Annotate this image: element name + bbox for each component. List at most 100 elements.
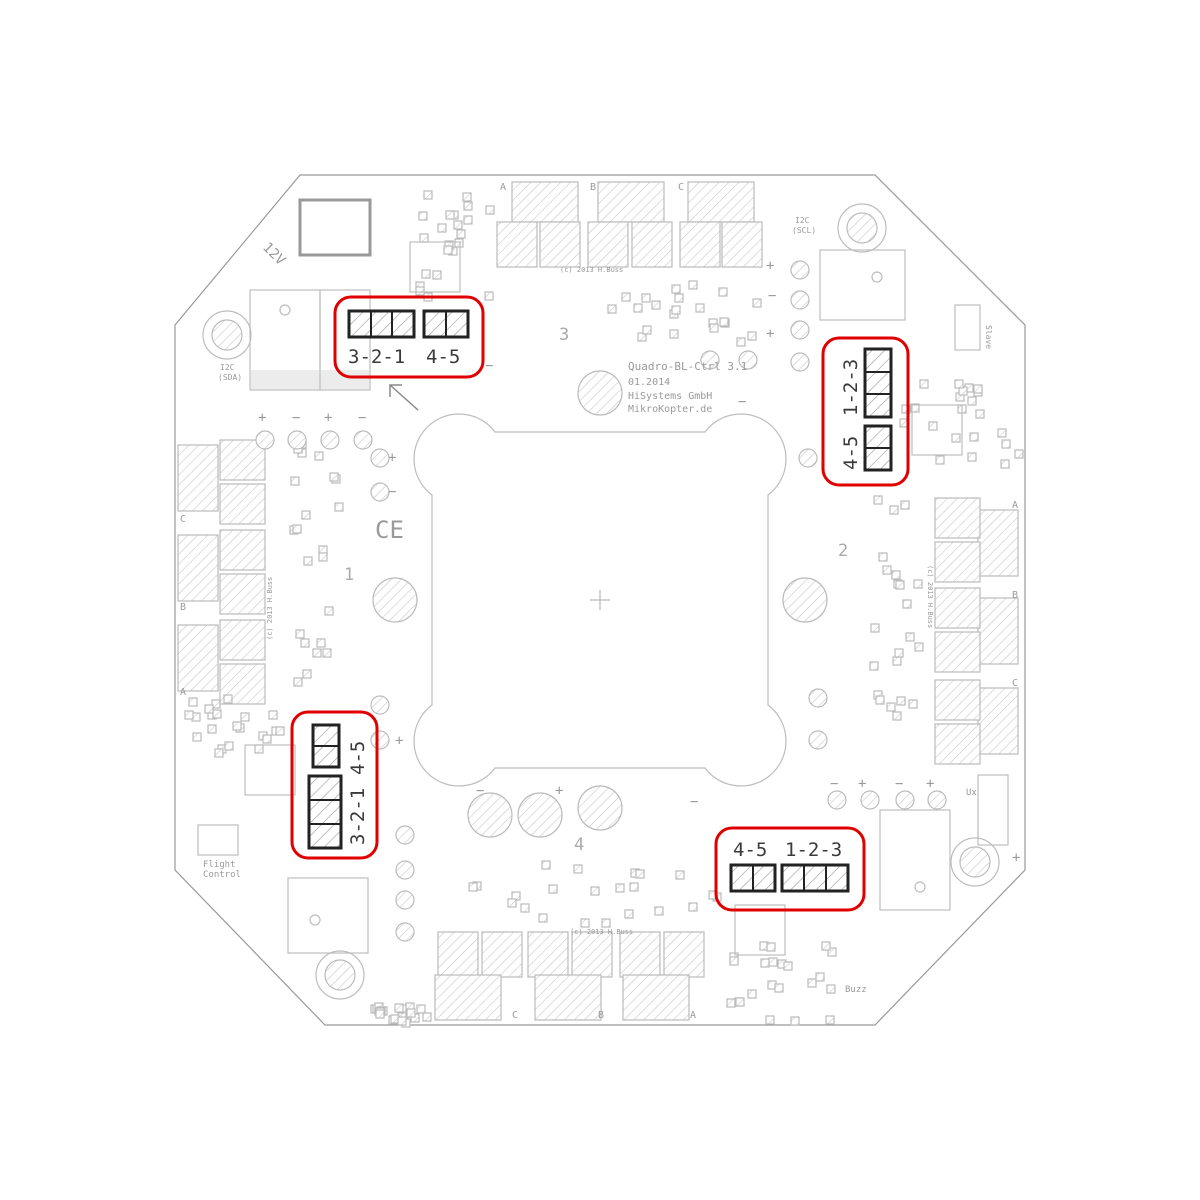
- connector-1-2-3[interactable]: [780, 863, 850, 893]
- smd-pad: [312, 648, 322, 658]
- i2c-sda-label: I2C: [220, 363, 235, 372]
- test-point: [790, 320, 810, 340]
- test-point: [798, 448, 818, 468]
- svg-text:+: +: [1012, 850, 1020, 866]
- smd-pad: [827, 947, 837, 957]
- highlight-motor-1[interactable]: 4-5 3-2-1: [290, 710, 379, 860]
- mosfet: [219, 573, 266, 615]
- smd-pad: [463, 215, 473, 225]
- mosfet: [219, 529, 266, 571]
- connector-4-5[interactable]: [422, 309, 470, 339]
- connector-3-2-1[interactable]: [307, 774, 343, 850]
- smd-pad: [718, 287, 728, 297]
- smd-pad: [900, 500, 910, 510]
- mosfet: [571, 931, 613, 978]
- ic-chip: [409, 241, 461, 293]
- slave-connector: [954, 304, 981, 351]
- smd-pad: [192, 732, 202, 742]
- smd-pad: [624, 909, 634, 919]
- mosfet: [619, 931, 661, 978]
- mosfet: [527, 931, 569, 978]
- connector-4-5[interactable]: [863, 424, 893, 472]
- highlight-motor-2[interactable]: 1-2-3 4-5: [821, 336, 910, 487]
- mounting-holes: [202, 203, 1000, 1000]
- polarity-marks: +− +− +− +− +− +− +− +− ++ −−: [258, 258, 1020, 866]
- smd-pad: [894, 648, 904, 658]
- smd-pad: [1014, 449, 1024, 459]
- smd-pad: [334, 502, 344, 512]
- smd-pad: [454, 238, 464, 248]
- connector-4-5[interactable]: [729, 863, 777, 893]
- ux-label: Ux: [966, 788, 977, 798]
- ic-chip: [911, 404, 963, 456]
- copyright-bottom: (c) 2013 H.Buss: [570, 928, 633, 936]
- test-point: [790, 290, 810, 310]
- mosfet: [721, 221, 763, 268]
- highlight-motor-4[interactable]: 4-5 1-2-3: [714, 826, 866, 912]
- svg-text:+: +: [388, 450, 396, 466]
- smd-pad: [262, 734, 272, 744]
- smd-pad: [969, 432, 979, 442]
- connector-3-2-1[interactable]: [347, 309, 416, 339]
- smd-pad: [445, 210, 455, 220]
- svg-text:−: −: [292, 410, 300, 426]
- svg-text:−: −: [476, 783, 484, 799]
- center-cutout: [413, 413, 787, 787]
- smd-pad: [635, 869, 645, 879]
- svg-text:+: +: [324, 410, 332, 426]
- copyright-left: (c) 2013 H.Buss: [266, 577, 274, 640]
- smd-pad: [422, 1012, 432, 1022]
- smd-pad: [275, 726, 285, 736]
- smd-pad: [375, 1009, 385, 1019]
- test-point: [370, 448, 390, 468]
- test-point: [808, 688, 828, 708]
- smd-pad: [1000, 459, 1010, 469]
- smd-pad: [462, 192, 472, 202]
- smd-pad: [902, 599, 912, 609]
- phase-b: B: [1012, 590, 1018, 601]
- connector-1-2-3[interactable]: [863, 347, 893, 419]
- smd-pad: [807, 978, 817, 988]
- smd-pad: [423, 190, 433, 200]
- smd-pad: [292, 524, 302, 534]
- mosfet: [977, 597, 1019, 665]
- smd-pad: [419, 233, 429, 243]
- smd-pad: [891, 570, 901, 580]
- i2c-scl-sublabel: (SCL): [792, 226, 816, 235]
- smd-pad: [290, 476, 300, 486]
- smd-pad: [913, 579, 923, 589]
- svg-text:−: −: [895, 776, 903, 792]
- highlight-motor-3[interactable]: 3-2-1 4-5: [333, 295, 485, 379]
- board-website: MikroKopter.de: [628, 404, 712, 415]
- smd-pad: [224, 741, 234, 751]
- smd-pad: [211, 699, 221, 709]
- mosfet: [977, 687, 1019, 755]
- mosfet: [977, 509, 1019, 577]
- phase-b: B: [590, 182, 596, 193]
- smd-pad: [671, 284, 681, 294]
- smd-pad: [607, 304, 617, 314]
- ux-connector: [977, 774, 1009, 846]
- i2c-sda-sublabel: (SDA): [218, 373, 242, 382]
- test-point: [395, 890, 415, 910]
- smd-pad: [416, 1004, 426, 1014]
- smd-pad: [821, 941, 831, 951]
- smd-pad: [485, 205, 495, 215]
- label-1-2-3: 1-2-3: [840, 359, 862, 416]
- slave-label: Slave: [984, 325, 993, 349]
- smd-pad: [895, 580, 905, 590]
- mosfet: [679, 221, 721, 268]
- test-point: [255, 430, 275, 450]
- board-title: Quadro-BL-Ctrl 3.1: [628, 360, 747, 373]
- smd-pad: [935, 455, 945, 465]
- smd-pad: [212, 709, 222, 719]
- smd-pad: [324, 606, 334, 616]
- smd-pad: [869, 661, 879, 671]
- connector-4-5[interactable]: [311, 723, 341, 769]
- smd-pad: [456, 229, 466, 239]
- svg-text:−: −: [768, 288, 776, 304]
- smd-pad: [590, 886, 600, 896]
- smd-pad: [997, 428, 1007, 438]
- smd-pad: [688, 902, 698, 912]
